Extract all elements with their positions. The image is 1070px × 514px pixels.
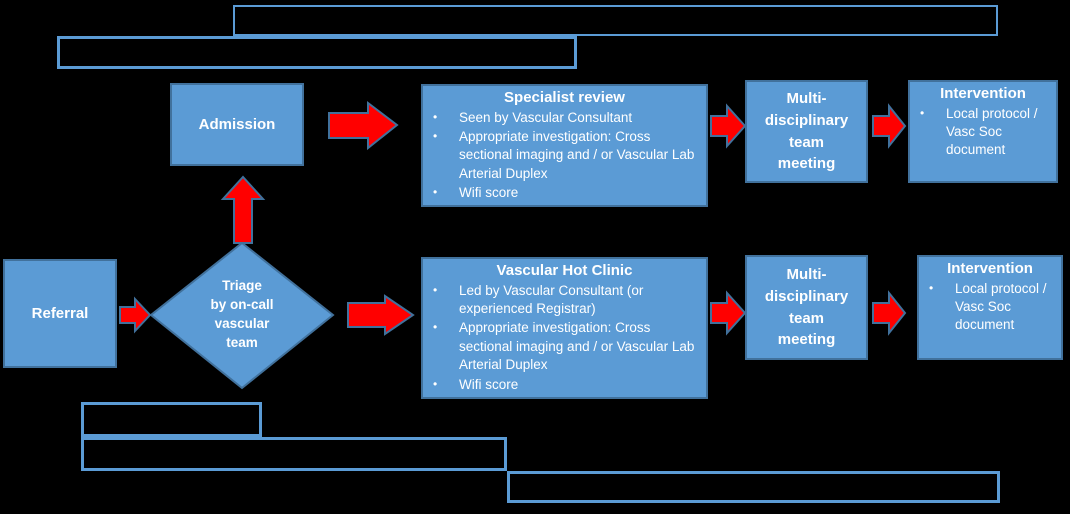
outline-box-top-right (233, 5, 998, 36)
intervention-top-bullet-list: Local protocol / Vasc Soc document (910, 105, 1056, 160)
outline-box-bottom-left (81, 437, 507, 471)
specialist-review-title: Specialist review (504, 89, 625, 106)
node-referral: Referral (3, 259, 117, 368)
node-intervention-bottom: Intervention Local protocol / Vasc Soc d… (917, 255, 1063, 360)
referral-label: Referral (31, 304, 89, 322)
outline-box-bottom-small (81, 402, 262, 437)
mdt-bottom-label: Multi- disciplinary team meeting (764, 266, 849, 349)
node-vascular-hot-clinic: Vascular Hot Clinic Led by Vascular Cons… (421, 257, 708, 399)
arrow-referral-to-triage (119, 296, 152, 334)
bullet-item: Led by Vascular Consultant (or experienc… (423, 282, 702, 319)
arrow-admission-to-specialist-review (328, 100, 399, 151)
intervention-top-title: Intervention (940, 85, 1026, 102)
bullet-item: Local protocol / Vasc Soc document (919, 280, 1057, 335)
node-admission: Admission (170, 83, 304, 166)
bullet-item: Appropriate investigation: Cross section… (423, 319, 702, 374)
triage-diamond-label: Triage by on-call vascular team (210, 278, 274, 350)
intervention-bottom-bullet-list: Local protocol / Vasc Soc document (919, 280, 1061, 335)
arrow-hot-clinic-to-mdt (710, 290, 747, 336)
node-specialist-review: Specialist review Seen by Vascular Consu… (421, 84, 708, 207)
triage-diamond-shape (149, 241, 335, 390)
bullet-item: Seen by Vascular Consultant (423, 109, 702, 127)
bullet-item: Wifi score (423, 184, 702, 202)
node-mdt-meeting-top: Multi- disciplinary team meeting (745, 80, 868, 183)
bullet-item: Wifi score (423, 376, 702, 394)
specialist-review-bullet-list: Seen by Vascular ConsultantAppropriate i… (423, 109, 706, 203)
hot-clinic-bullet-list: Led by Vascular Consultant (or experienc… (423, 282, 706, 394)
outline-box-top-left (57, 36, 577, 69)
admission-label: Admission (198, 115, 276, 133)
mdt-top-label: Multi- disciplinary team meeting (764, 90, 849, 173)
arrow-mdt-to-intervention-top (872, 103, 907, 149)
node-mdt-meeting-bottom: Multi- disciplinary team meeting (745, 255, 868, 360)
hot-clinic-title: Vascular Hot Clinic (496, 262, 633, 279)
bullet-item: Appropriate investigation: Cross section… (423, 128, 702, 183)
node-intervention-top: Intervention Local protocol / Vasc Soc d… (908, 80, 1058, 183)
outline-box-bottom-right (507, 471, 1000, 503)
bullet-item: Local protocol / Vasc Soc document (910, 105, 1052, 160)
arrow-specialist-review-to-mdt (710, 103, 747, 149)
arrow-triage-to-hot-clinic (347, 294, 415, 336)
arrow-triage-to-admission (220, 175, 266, 244)
intervention-bottom-title: Intervention (947, 260, 1033, 277)
arrow-mdt-to-intervention-bottom (872, 290, 907, 336)
